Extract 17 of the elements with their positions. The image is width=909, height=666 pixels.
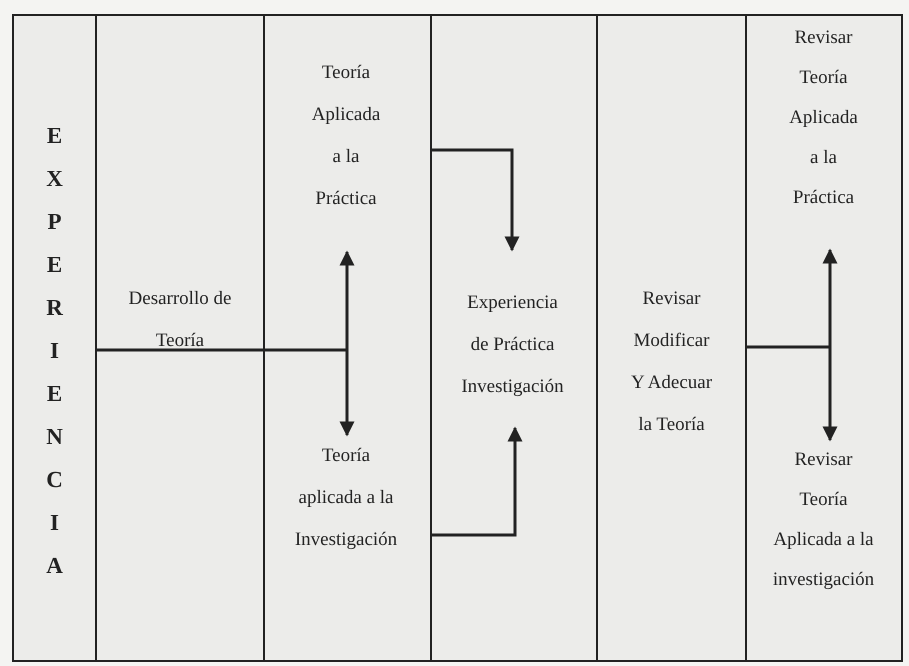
text-label: Teoría Aplicada a la Práctica — [310, 60, 382, 210]
column-box — [263, 14, 432, 662]
text-label: Revisar Teoría Aplicada a la Práctica — [788, 26, 859, 210]
text-label: Desarrollo de Teoría — [128, 287, 232, 353]
arrow — [430, 148, 520, 252]
arrow — [747, 346, 838, 442]
text-label: Experiencia de Práctica Investigación — [460, 290, 565, 398]
text-label: Revisar Teoría Aplicada a la investigación — [772, 448, 876, 592]
arrow — [430, 426, 522, 536]
column-box — [596, 14, 747, 662]
column-box — [430, 14, 598, 662]
vertical-heading: EXPERIENCIA — [45, 122, 64, 580]
column-box — [12, 14, 97, 662]
text-label: Teoría aplicada a la Investigación — [294, 444, 398, 552]
column-box — [745, 14, 903, 662]
text-label: Revisar Modificar Y Adecuar la Teoría — [630, 287, 714, 437]
column-box — [95, 14, 265, 662]
